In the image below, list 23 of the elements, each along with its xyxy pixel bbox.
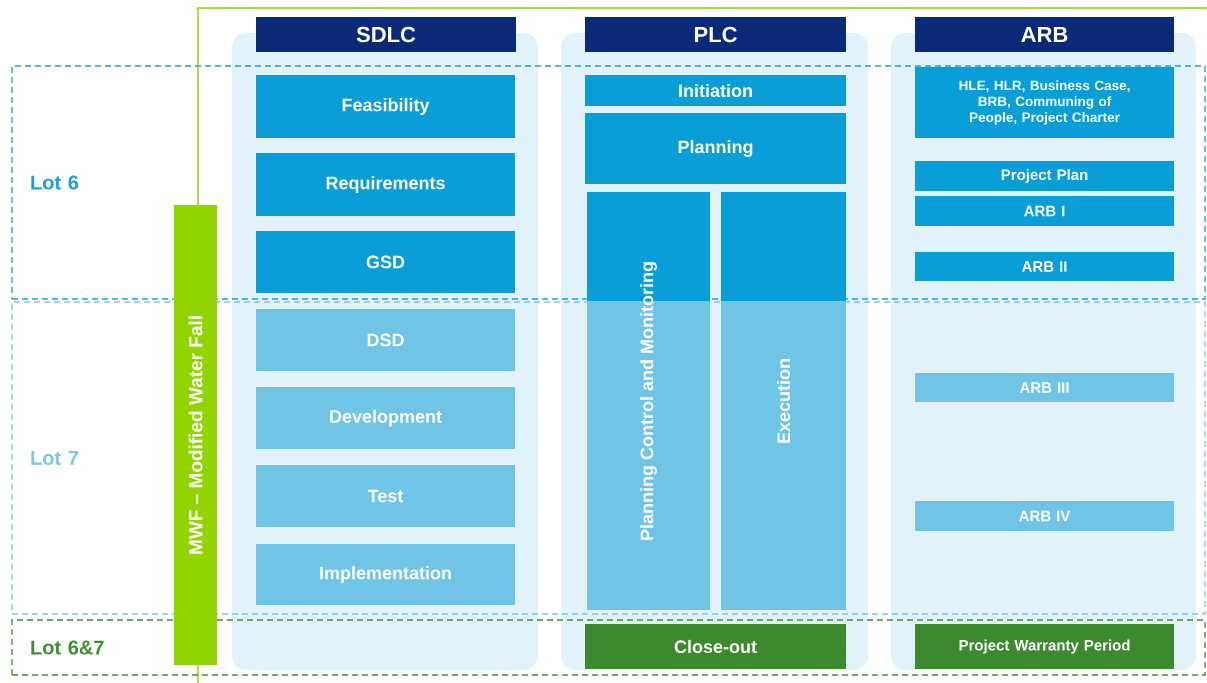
column-header: SDLC (256, 17, 516, 52)
phase-box: Close-out (585, 624, 846, 669)
phase-box: Planning (585, 113, 846, 184)
column-header: ARB (915, 17, 1174, 52)
phase-box: Initiation (585, 75, 846, 106)
phase-box: GSD (256, 231, 515, 293)
milestone-box: ARB II (915, 252, 1174, 281)
phase-box: Feasibility (256, 75, 515, 138)
milestone-box: ARB I (915, 196, 1174, 226)
milestone-box: HLE, HLR, Business Case, BRB, Communing of People, Project Charter (915, 67, 1174, 138)
milestone-box: ARB III (915, 373, 1174, 402)
phase-box: Implementation (256, 544, 515, 605)
milestone-box: Project Plan (915, 161, 1174, 191)
milestone-box: Project Warranty Period (915, 624, 1174, 669)
phase-box: Planning Control and Monitoring (587, 192, 710, 610)
phase-bar: MWF – Modified Water Fall (174, 205, 217, 665)
phase-box: Requirements (256, 153, 515, 216)
phase-box: Execution (721, 192, 846, 610)
phase-box: Development (256, 387, 515, 449)
column-header: PLC (585, 17, 846, 52)
phase-box: DSD (256, 309, 515, 371)
milestone-box: ARB IV (915, 501, 1174, 531)
phase-box: Test (256, 465, 515, 527)
